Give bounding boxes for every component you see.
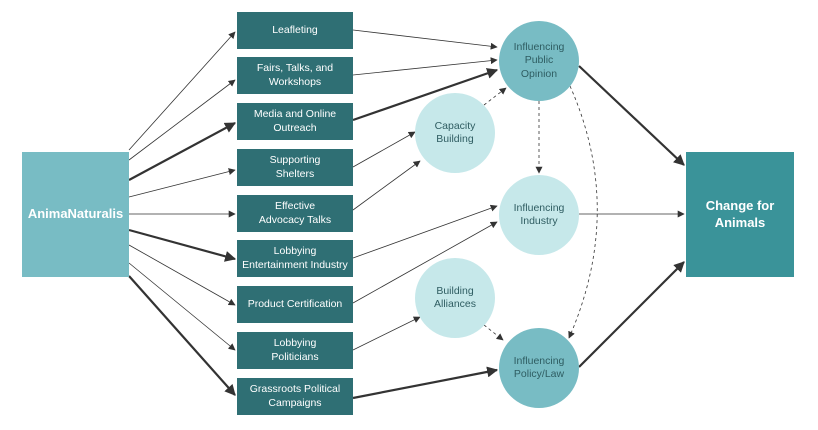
activity-supporting-shelters: Supporting Shelters: [237, 149, 353, 186]
arrow-shelters-capacity: [352, 131, 416, 168]
activity-grassroots-campaigns: Grassroots Political Campaigns: [237, 378, 353, 415]
arrow-grassroots-policy: [352, 366, 499, 400]
activity-lobbying-politicians: Lobbying Politicians: [237, 332, 353, 369]
arrow-source-entertainment: [128, 228, 237, 262]
arrow-politicians-alliances: [352, 316, 421, 351]
arrow-source-certification: [128, 244, 236, 306]
arrow-policy-change: [578, 261, 685, 368]
arrow-entertainment-industry: [352, 204, 498, 259]
outcome-industry: Influencing Industry: [499, 175, 579, 255]
arrow-certification-industry: [352, 221, 498, 304]
activity-effective-advocacy-talks: Effective Advocacy Talks: [237, 195, 353, 232]
arrow-source-grassroots: [128, 275, 236, 396]
activity-fairs-talks-workshops: Fairs, Talks, and Workshops: [237, 57, 353, 94]
arrow-talks-capacity: [352, 160, 421, 211]
arrow-alliances-policy: [483, 324, 504, 341]
arrow-capacity-public: [483, 87, 507, 106]
outcome-policy-law: Influencing Policy/Law: [499, 328, 579, 408]
arrow-source-politicians: [128, 262, 236, 351]
arrow-public-change: [578, 65, 685, 166]
activity-lobbying-entertainment: Lobbying Entertainment Industry: [237, 240, 353, 277]
arrow-fairs-public: [352, 57, 498, 76]
arrow-source-media: [128, 122, 236, 181]
mechanism-building-alliances: Building Alliances: [415, 258, 495, 338]
arrow-media-public: [352, 68, 499, 122]
arrow-leafleting-public: [352, 29, 498, 50]
arrow-source-shelters: [128, 168, 236, 198]
activity-media-online-outreach: Media and Online Outreach: [237, 103, 353, 140]
arrow-source-leafleting: [128, 31, 236, 151]
arrow-source-fairs: [128, 79, 236, 161]
mechanism-capacity-building: Capacity Building: [415, 93, 495, 173]
activity-product-certification: Product Certification: [237, 286, 353, 323]
outcome-public-opinion: Influencing Public Opinion: [499, 21, 579, 101]
target-box: Change for Animals: [686, 152, 794, 277]
activity-leafleting: Leafleting: [237, 12, 353, 49]
source-box: AnimaNaturalis: [22, 152, 129, 277]
arrow-public-policy: [568, 85, 598, 339]
